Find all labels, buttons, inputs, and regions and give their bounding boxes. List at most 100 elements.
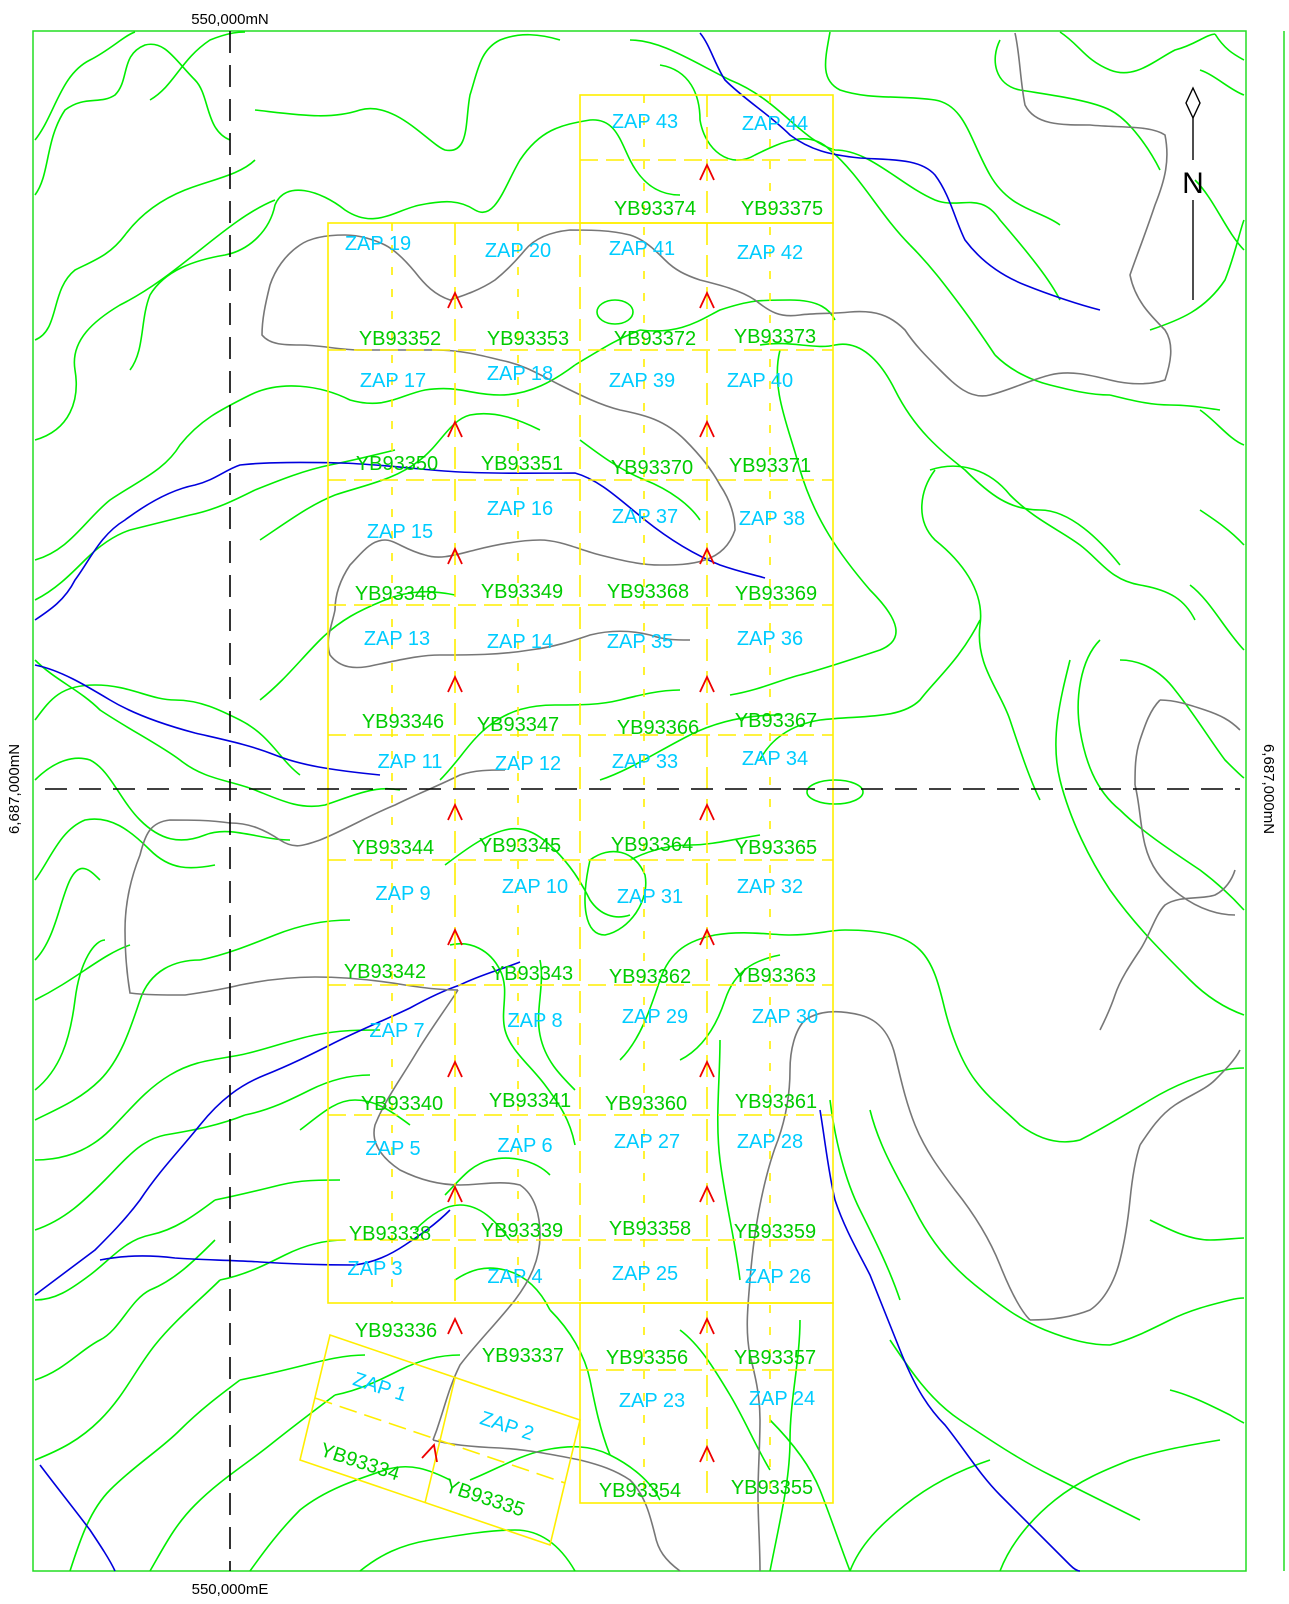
zap-label: ZAP 28: [737, 1131, 803, 1153]
zap-label: ZAP 39: [609, 370, 675, 392]
zap-label: ZAP 34: [742, 748, 808, 770]
contour-line: [679, 954, 781, 1061]
map-frame: [32, 30, 1247, 1572]
zap-label: ZAP 7: [369, 1020, 424, 1042]
claim-id: YB93373: [734, 326, 816, 348]
arrow-icon: [447, 1184, 463, 1203]
claim-id: YB93365: [735, 837, 817, 859]
zap-label: ZAP 24: [749, 1388, 815, 1410]
claim-id: YB93372: [614, 328, 696, 350]
claim-id: YB93368: [607, 581, 689, 603]
contour-line: [1214, 33, 1245, 61]
contour-line: [844, 929, 1081, 1143]
contour-line: [299, 1099, 411, 1131]
zap-label: ZAP 36: [737, 628, 803, 650]
contour-line: [34, 1199, 216, 1301]
contour-line: [454, 1267, 551, 1311]
zap-label: ZAP 13: [364, 628, 430, 650]
contour-line: [1055, 659, 1245, 1016]
claim-id: YB93350: [356, 453, 438, 475]
contour-closed-loop: [806, 779, 864, 805]
track: [1029, 1144, 1141, 1321]
stream: [34, 461, 766, 621]
zap-label: ZAP 5: [365, 1138, 420, 1160]
arrow-icon: [699, 419, 715, 438]
grid-block-lower: [579, 1302, 834, 1504]
contour-line: [769, 1419, 851, 1572]
claim-id: YB93335: [442, 1475, 527, 1521]
left-grid-label: 6,687,000mN: [6, 744, 23, 834]
arrow-icon: [447, 546, 463, 565]
north-letter: N: [1182, 167, 1204, 200]
grid-reference-lines: [45, 31, 1240, 1571]
contour-line: [679, 1329, 771, 1471]
bottom-grid-label: 550,000mE: [192, 1581, 269, 1598]
contour-line: [439, 689, 681, 781]
claim-id: YB93369: [735, 583, 817, 605]
contour-line: [239, 1029, 381, 1056]
zap-label: ZAP 37: [612, 506, 678, 528]
grid-block-rotated: [299, 1333, 581, 1547]
contour-line: [34, 159, 256, 341]
zap-label: ZAP 6: [497, 1135, 552, 1157]
contour-line: [244, 1074, 371, 1116]
claim-id: YB93339: [481, 1220, 563, 1242]
arrow-icon: [699, 546, 715, 565]
contour-line: [759, 619, 981, 761]
zap-label: ZAP 30: [752, 1006, 818, 1028]
claim-id: YB93341: [489, 1090, 571, 1112]
tracks: [124, 32, 1241, 1572]
zap-label: ZAP 8: [507, 1010, 562, 1032]
zap-label: ZAP 23: [619, 1390, 685, 1412]
arrow-icon: [699, 290, 715, 309]
arrow-icon: [447, 927, 463, 946]
contour-line: [1109, 1297, 1245, 1346]
contour-line: [1149, 219, 1245, 331]
contour-line: [414, 1204, 511, 1241]
zap-label: ZAP 17: [360, 370, 426, 392]
contour-line: [1119, 659, 1245, 779]
claim-id: YB93361: [735, 1091, 817, 1113]
contour-line: [469, 1445, 661, 1501]
contour-line: [1077, 639, 1245, 911]
contour-line: [34, 944, 131, 1001]
arrow-icon: [699, 1316, 715, 1335]
claim-id: YB93375: [741, 198, 823, 220]
track: [1134, 699, 1161, 786]
stream: [39, 1464, 116, 1572]
claim-id: YB93367: [735, 710, 817, 732]
contour-line: [994, 354, 1111, 396]
north-arrow: N: [1182, 86, 1204, 300]
claim-grid: [299, 94, 834, 1547]
track: [1139, 869, 1236, 951]
contour-line: [1194, 179, 1245, 251]
contour-line: [239, 1354, 366, 1381]
contour-line: [629, 834, 761, 861]
contour-line: [444, 828, 631, 918]
zap-label: ZAP 11: [378, 751, 443, 773]
contour-line: [259, 412, 541, 541]
contour-line: [149, 31, 246, 101]
contour-line: [34, 43, 231, 196]
track: [1159, 699, 1241, 731]
streams: [34, 32, 1101, 1572]
contour-closed-loop: [596, 299, 634, 325]
contour-line: [34, 529, 131, 601]
contour-line: [639, 299, 836, 332]
zap-label: ZAP 38: [739, 508, 805, 530]
contour-line: [1059, 31, 1216, 74]
contour-line: [34, 684, 301, 776]
contour-line: [214, 1179, 341, 1201]
claim-id: YB93366: [617, 717, 699, 739]
arrow-icon: [699, 1059, 715, 1078]
claim-id: YB93360: [605, 1093, 687, 1115]
contour-line: [34, 659, 401, 808]
claim-id: YB93337: [482, 1345, 564, 1367]
claim-id: YB93370: [611, 457, 693, 479]
contour-line: [921, 469, 1041, 801]
contour-line: [254, 33, 561, 152]
contour-line: [34, 757, 291, 841]
contour-line: [34, 31, 136, 141]
claim-id: YB93347: [477, 714, 559, 736]
